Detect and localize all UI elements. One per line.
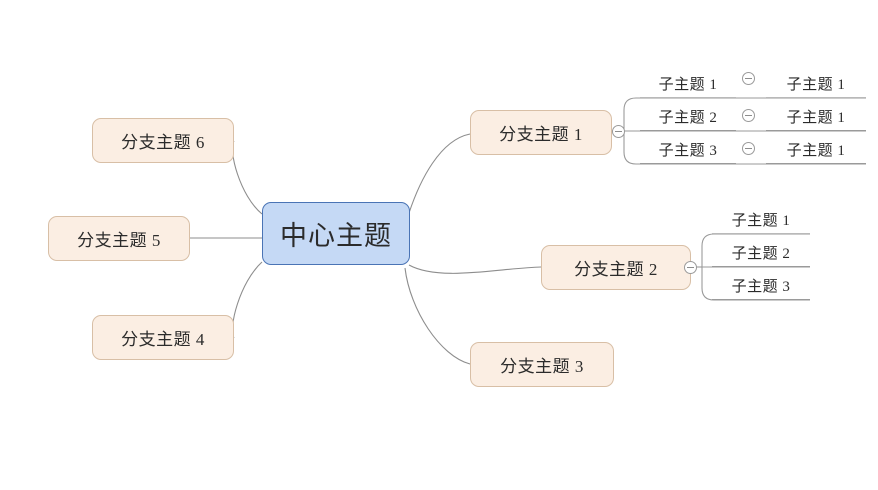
sub-topic-b2-1-label: 子主题 1 — [731, 213, 791, 229]
branch-topic-3-label: 分支主题 3 — [500, 357, 584, 376]
sub-topic-b1-3-label: 子主题 3 — [658, 143, 718, 159]
branch-topic-5-label: 分支主题 5 — [77, 231, 161, 250]
branch-topic-2[interactable]: 分支主题 2 — [541, 245, 691, 290]
grandchild-topic-b1-2[interactable]: 子主题 1 — [766, 99, 866, 131]
sub-topic-b2-3[interactable]: 子主题 3 — [712, 268, 810, 300]
grandchild-topic-b1-3-label: 子主题 1 — [786, 143, 846, 159]
branch-topic-6-label: 分支主题 6 — [121, 133, 205, 152]
collapse-toggle-sub-b1-2[interactable] — [742, 109, 755, 122]
collapse-toggle-sub-b1-3[interactable] — [742, 142, 755, 155]
branch-topic-2-label: 分支主题 2 — [574, 260, 658, 279]
branch-topic-1-label: 分支主题 1 — [499, 125, 583, 144]
collapse-toggle-branch-2[interactable] — [684, 261, 697, 274]
branch-topic-4[interactable]: 分支主题 4 — [92, 315, 234, 360]
central-topic-label: 中心主题 — [280, 221, 392, 251]
link-center-branch3 — [404, 267, 471, 365]
branch-topic-3[interactable]: 分支主题 3 — [470, 342, 614, 387]
sub-topic-b2-1[interactable]: 子主题 1 — [712, 202, 810, 234]
sub-topic-b1-1[interactable]: 子主题 1 — [640, 66, 736, 98]
sub-topic-b1-1-label: 子主题 1 — [658, 77, 718, 93]
grandchild-topic-b1-1-label: 子主题 1 — [786, 77, 846, 93]
branch-topic-6[interactable]: 分支主题 6 — [92, 118, 234, 163]
sub-topic-b1-2-label: 子主题 2 — [658, 110, 718, 126]
collapse-toggle-sub-b1-1[interactable] — [742, 72, 755, 85]
link-center-branch1 — [408, 133, 471, 214]
sub-topic-b1-2[interactable]: 子主题 2 — [640, 99, 736, 131]
sub-topic-b2-2-label: 子主题 2 — [731, 246, 791, 262]
branch-topic-1[interactable]: 分支主题 1 — [470, 110, 612, 155]
grandchild-topic-b1-3[interactable]: 子主题 1 — [766, 132, 866, 164]
link-center-branch4 — [231, 261, 263, 339]
link-center-branch2 — [408, 264, 542, 274]
grandchild-topic-b1-2-label: 子主题 1 — [786, 110, 846, 126]
grandchild-topic-b1-1[interactable]: 子主题 1 — [766, 66, 866, 98]
branch-topic-5[interactable]: 分支主题 5 — [48, 216, 190, 261]
sub-topic-b2-2[interactable]: 子主题 2 — [712, 235, 810, 267]
collapse-toggle-branch-1[interactable] — [612, 125, 625, 138]
sub-topic-b1-3[interactable]: 子主题 3 — [640, 132, 736, 164]
branch-topic-4-label: 分支主题 4 — [121, 330, 205, 349]
central-topic[interactable]: 中心主题 — [262, 202, 410, 265]
sub-topic-b2-3-label: 子主题 3 — [731, 279, 791, 295]
link-center-branch6 — [231, 140, 263, 215]
